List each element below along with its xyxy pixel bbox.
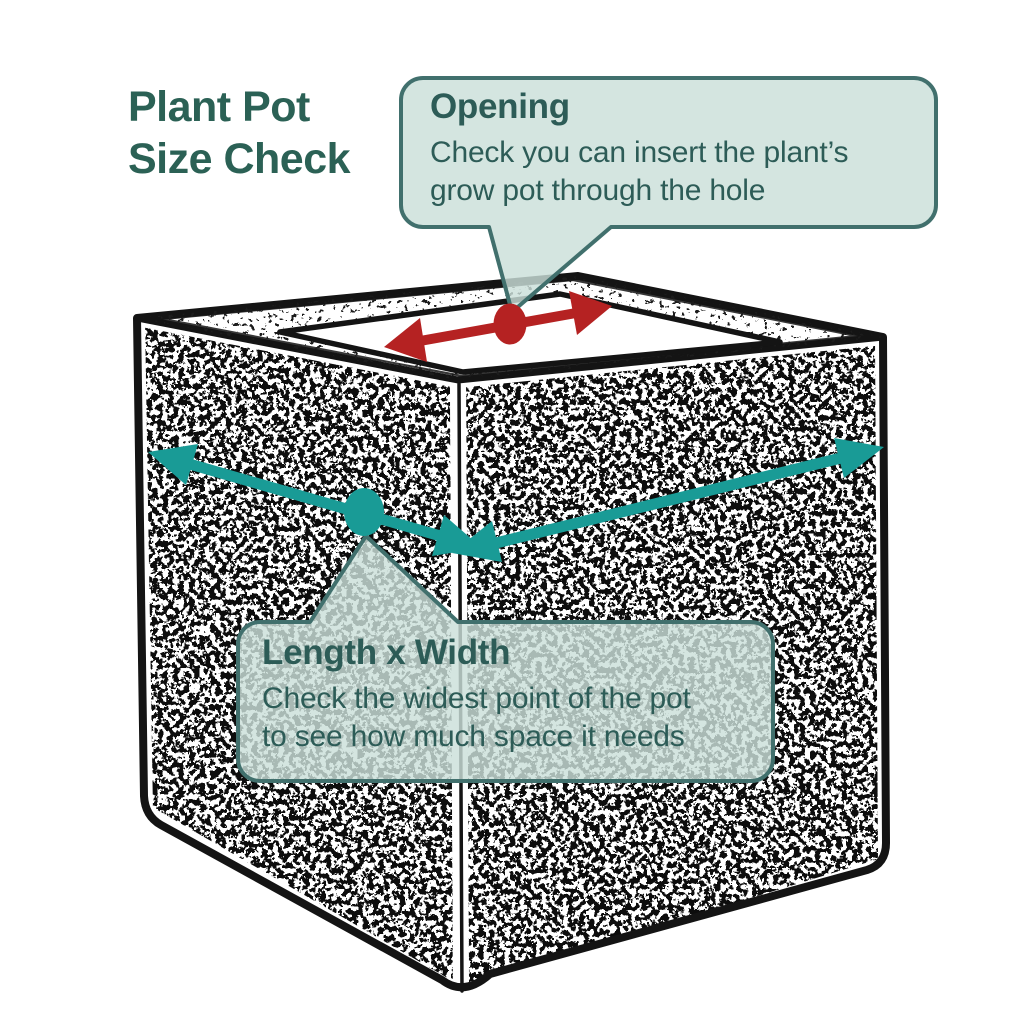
title-line-1: Plant Pot	[128, 83, 310, 131]
callout-length-width-heading: Length x Width	[262, 633, 511, 672]
page-title: Plant Pot Size Check	[128, 82, 351, 185]
callout-length-width-body-line-2: to see how much space it needs	[262, 719, 685, 753]
callout-opening-body-line-1: Check you can insert the plant’s	[430, 136, 849, 169]
callout-length-width-body-line-1: Check the widest point of the pot	[262, 682, 691, 715]
callout-opening-bubble	[399, 76, 938, 314]
length-arrow-left-head	[148, 444, 198, 485]
planter-outline	[133, 272, 890, 992]
title-line-2: Size Check	[128, 134, 351, 183]
planter-rim-texture	[137, 276, 883, 380]
opening-arrow-right-head	[569, 291, 612, 335]
callout-length-width-text: Length x Width Check the widest point of…	[262, 633, 767, 755]
callout-opening-heading: Opening	[430, 87, 570, 126]
length-arrow-left-shaft	[180, 457, 450, 543]
callout-opening-body: Check you can insert the plant’s grow po…	[430, 134, 930, 209]
callout-opening-body-line-2: grow pot through the hole	[430, 173, 766, 207]
length-width-arrow-icon	[148, 438, 884, 562]
callout-opening-text: Opening Check you can insert the plant’s…	[430, 87, 930, 209]
callout-length-width-body: Check the widest point of the pot to see…	[262, 680, 767, 755]
length-arrow-right-head	[834, 438, 884, 478]
measure-point-dot	[344, 488, 384, 536]
opening-point-dot	[493, 303, 527, 345]
planter-opening	[277, 291, 783, 375]
callout-length-width-bubble	[236, 534, 775, 783]
length-arrow-inner-head-right	[452, 521, 502, 562]
opening-arrow-left-head	[384, 318, 427, 362]
length-arrow-right-shaft	[486, 451, 851, 550]
